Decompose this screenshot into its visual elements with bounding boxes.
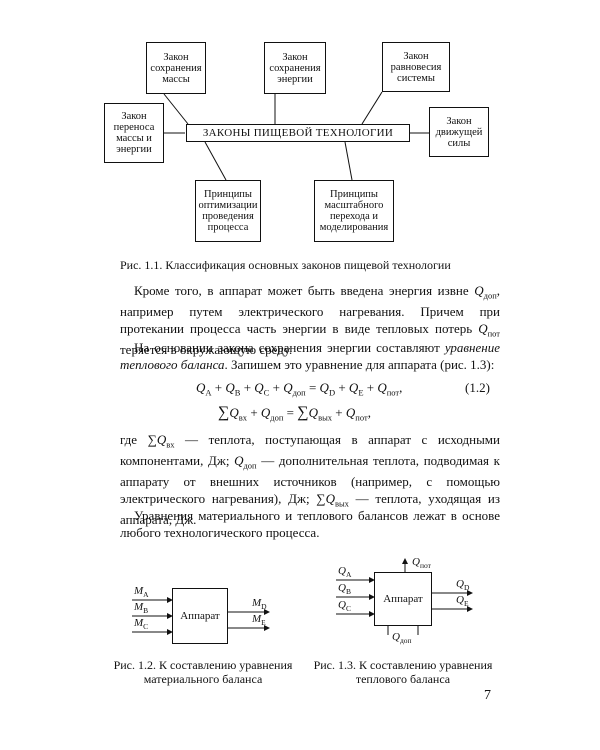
figure-1-2-caption: Рис. 1.2. К составлению уравнения матери… xyxy=(113,658,293,686)
paragraph-2: На основании закона сохранения энергии с… xyxy=(120,340,500,372)
fig12-arrows xyxy=(132,597,270,635)
fig12-label-mc: MC xyxy=(134,617,149,632)
box-driving-force: Закон движущей силы xyxy=(429,107,489,157)
fig13-label-qloss: Qпот xyxy=(412,556,431,571)
fig12-label-md: MD xyxy=(252,597,267,612)
fig13-apparatus-box: Аппарат xyxy=(374,572,432,626)
diagram-connectors xyxy=(160,91,430,181)
figure-1-1-caption: Рис. 1.1. Классификация основных законов… xyxy=(120,258,451,272)
fig13-label-qd: QD xyxy=(456,578,470,593)
fig12-apparatus-box: Аппарат xyxy=(172,588,228,644)
box-mass-conservation: Закон сохранения массы xyxy=(146,42,206,94)
box-energy-conservation: Закон сохранения энергии xyxy=(264,42,326,94)
fig13-label-qe: QE xyxy=(456,594,469,609)
fig13-label-qa: QA xyxy=(338,565,352,580)
fig12-label-ma: MA xyxy=(134,585,149,600)
fig13-label-qb: QB xyxy=(338,582,351,597)
box-mass-energy-transfer: Закон переноса массы и энергии xyxy=(104,103,164,163)
box-system-equilibrium: Закон равновесия системы xyxy=(382,42,450,92)
equation-number: (1.2) xyxy=(465,380,490,395)
fig12-label-me: ME xyxy=(252,613,266,628)
fig13-arrows xyxy=(336,558,473,635)
box-food-technology-laws: ЗАКОНЫ ПИЩЕВОЙ ТЕХНОЛОГИИ xyxy=(186,124,410,142)
fig13-label-qextra: Qдоп xyxy=(392,631,412,646)
figure-1-3-caption: Рис. 1.3. К составлению уравнения теплов… xyxy=(313,658,493,686)
paragraph-4: Уравнения материального и теплового бала… xyxy=(120,508,500,540)
equation-summary: ∑Qвх + Qдоп = ∑Qвых + Qпот, xyxy=(218,404,371,423)
equation-1-2: QA + QB + QC + Qдоп = QD + QE + Qпот, xyxy=(196,380,403,398)
figure-1-2: Аппарат MA MB MC MD ME xyxy=(128,578,278,648)
box-optimization-principles: Принципы оптимизации проведения процесса xyxy=(195,180,261,242)
fig13-label-qc: QC xyxy=(338,599,351,614)
paragraph-3: где ∑Qвх — теплота, поступающая в аппара… xyxy=(120,432,500,527)
box-scaling-principles: Принципы масштабного перехода и моделиро… xyxy=(314,180,394,242)
fig12-label-mb: MB xyxy=(134,601,149,616)
paragraph-1: Кроме того, в аппарат может быть введена… xyxy=(120,283,500,357)
figure-1-3: Аппарат QA QB QC QD QE Qпот Qдоп xyxy=(330,555,480,655)
page-number: 7 xyxy=(484,688,491,703)
laws-diagram: Закон сохранения массы Закон сохранения … xyxy=(100,40,500,245)
